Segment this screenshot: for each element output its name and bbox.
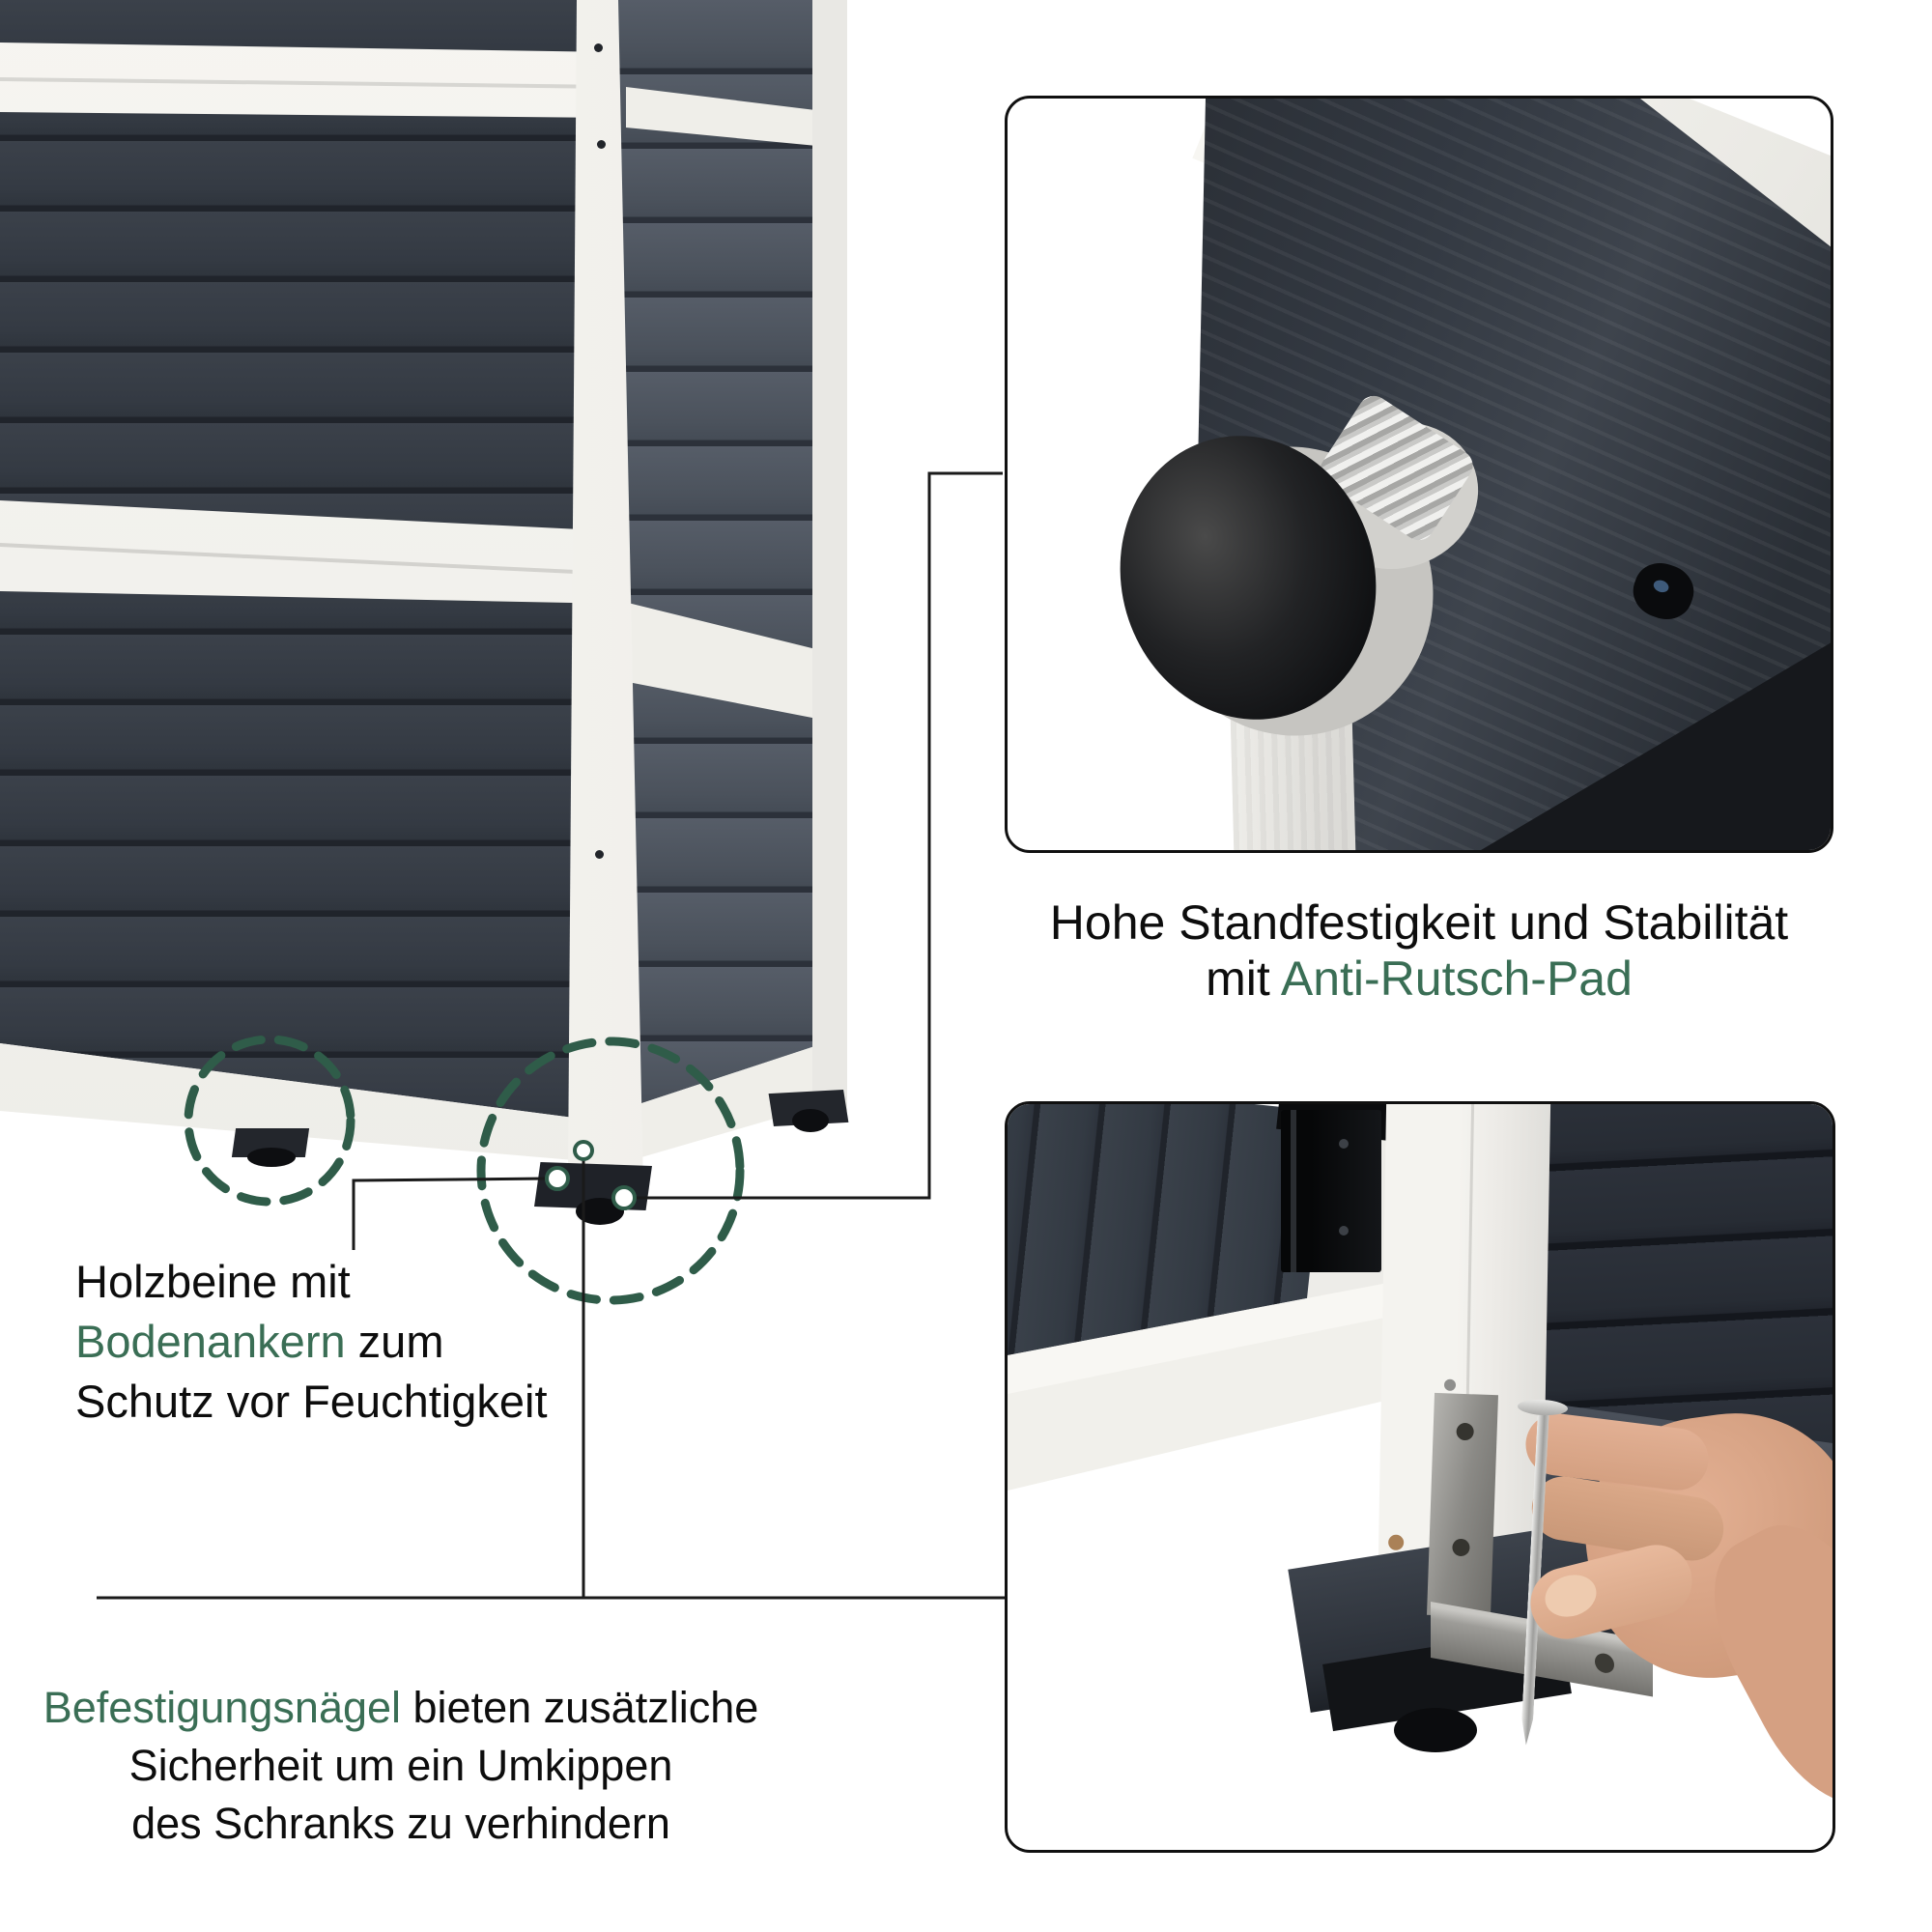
nails-line2: Sicherheit um ein Umkippen: [128, 1741, 673, 1790]
stability-line2-prefix: mit: [1206, 952, 1281, 1006]
marker-circle-base: [545, 1166, 570, 1191]
legs-line2-suffix: zum: [345, 1316, 444, 1367]
legs-line2: Bodenankern zum: [75, 1312, 548, 1372]
stability-annotation: Hohe Standfestigkeit und Stabilität mit …: [1005, 895, 1833, 1007]
bracket-hole: [1456, 1422, 1474, 1441]
stability-line1: Hohe Standfestigkeit und Stabilität: [1049, 895, 1789, 950]
marker-circle-foot: [611, 1185, 637, 1210]
post-screw: [594, 43, 603, 52]
nails-line3: des Schranks zu verhindern: [131, 1799, 670, 1848]
leg-foot-pad: [1394, 1708, 1477, 1752]
hinge-screw: [1339, 1139, 1349, 1149]
post-screw: [595, 850, 604, 859]
post-screw: [597, 140, 606, 149]
dashed-highlight-circle-corner-foot: [476, 1037, 745, 1305]
bracket-hole: [1595, 1651, 1614, 1675]
marker-circle-post: [573, 1140, 594, 1161]
dowel-hole: [1388, 1534, 1405, 1550]
nails-annotation: Befestigungsnägel bieten zusätzliche Sic…: [0, 1679, 802, 1853]
post-screw: [1443, 1378, 1456, 1391]
nails-line1-suffix: bieten zusätzliche: [401, 1683, 759, 1732]
screw-glint: [1651, 578, 1670, 595]
door-hinge: [1281, 1110, 1381, 1272]
callout-foot-detail: [1005, 96, 1833, 853]
callout-bracket-detail: [1005, 1101, 1835, 1853]
hinge-screw: [1339, 1226, 1349, 1236]
nails-line1-highlight: Befestigungsnägel: [43, 1683, 402, 1732]
legs-line1: Holzbeine mit: [75, 1256, 351, 1307]
stability-line2: mit Anti-Rutsch-Pad: [1005, 951, 1833, 1007]
legs-line3: Schutz vor Feuchtigkeit: [75, 1376, 548, 1427]
rear-foot-pad: [792, 1109, 829, 1132]
bracket-hole: [1452, 1538, 1470, 1557]
legs-line2-highlight: Bodenankern: [75, 1316, 346, 1367]
hinge-pin: [1291, 1110, 1296, 1272]
connector-legs-note: [352, 1177, 548, 1250]
nails-line1: Befestigungsnägel bieten zusätzliche: [0, 1679, 802, 1737]
dashed-highlight-circle-left-foot: [184, 1035, 355, 1207]
front-left-foot-pad: [247, 1148, 296, 1167]
legs-annotation: Holzbeine mit Bodenankern zum Schutz vor…: [75, 1252, 548, 1432]
connector-to-foot-callout: [635, 471, 1003, 1200]
anchor-bracket-vertical: [1427, 1392, 1498, 1618]
stability-line2-highlight: Anti-Rutsch-Pad: [1280, 952, 1633, 1006]
